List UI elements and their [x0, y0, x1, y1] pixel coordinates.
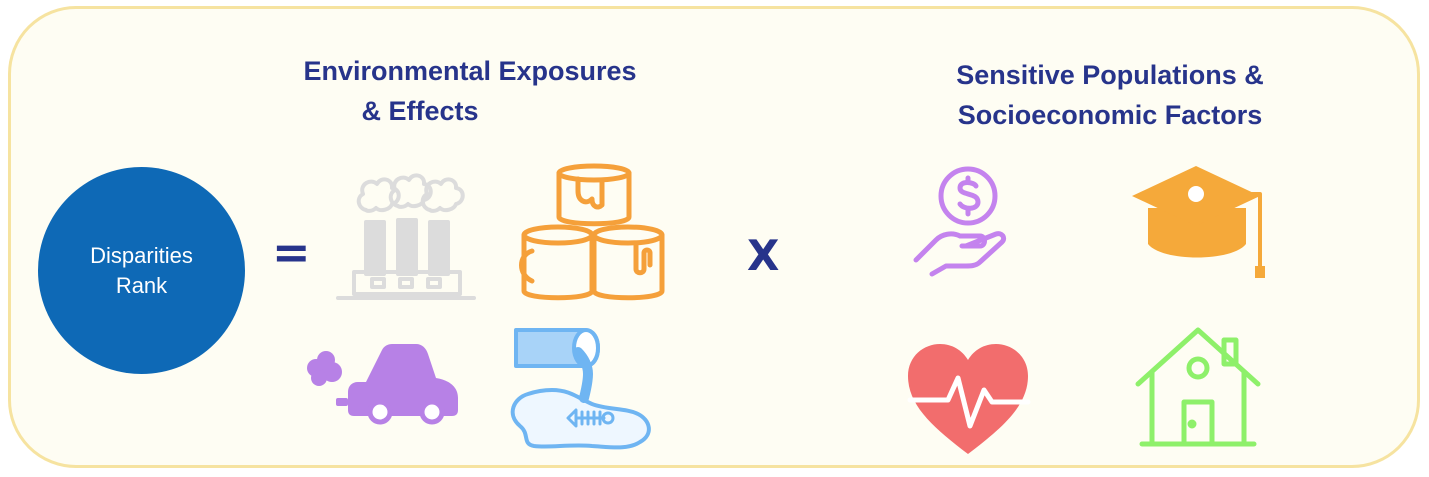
income-hand-icon: [910, 162, 1024, 277]
rank-line2: Rank: [115, 272, 168, 298]
sensitive-heading-line2: Socioeconomic Factors: [957, 100, 1263, 130]
car-exhaust-icon: [302, 340, 460, 425]
paint-cans-icon: [518, 163, 668, 303]
environmental-heading: Environmental Exposures & Effects: [250, 51, 690, 131]
equals-sign: =: [272, 225, 311, 279]
environmental-heading-line2: & Effects: [361, 96, 479, 126]
rank-line1: Disparities: [90, 242, 193, 268]
times-sign: X: [747, 231, 780, 280]
environmental-heading-line1: Environmental Exposures: [303, 56, 637, 86]
heart-pulse-icon: [904, 340, 1032, 456]
house-icon: [1134, 326, 1262, 450]
water-pollution-icon: [506, 322, 654, 450]
sensitive-heading-line1: Sensitive Populations &: [956, 60, 1264, 90]
graduation-cap-icon: [1128, 162, 1288, 282]
disparities-rank-circle: Disparities Rank: [38, 167, 245, 374]
factory-smoke-icon: [336, 160, 476, 302]
sensitive-heading: Sensitive Populations & Socioeconomic Fa…: [895, 55, 1325, 135]
